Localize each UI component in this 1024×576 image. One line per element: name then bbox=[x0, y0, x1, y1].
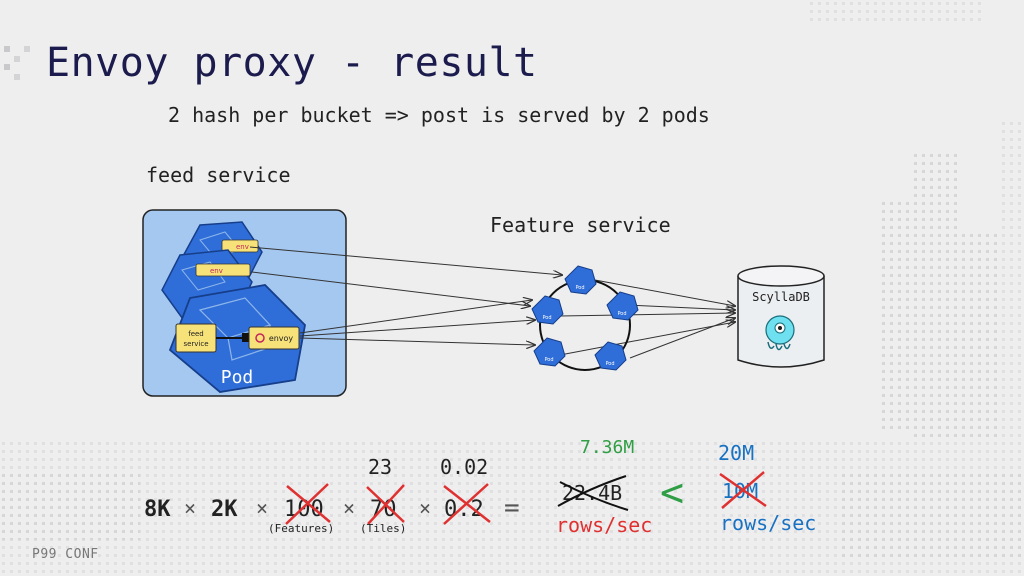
result-struck: 22.4B bbox=[562, 481, 622, 505]
feature-pod-5: Pod bbox=[594, 341, 627, 371]
svg-text:Pod: Pod bbox=[542, 315, 551, 321]
svg-text:Pod: Pod bbox=[617, 311, 626, 317]
throughput-equation: 8K × 2K × 100 (Features) × 23 70 (Tiles)… bbox=[144, 437, 816, 537]
feature-pod-1: Pod bbox=[564, 265, 597, 295]
envoy-sidecar-box bbox=[248, 326, 300, 350]
small-envoy-label-2: env bbox=[210, 267, 223, 275]
inner-feed-label-1: feed bbox=[188, 330, 204, 338]
connection-arrows bbox=[249, 246, 735, 359]
subtitle: 2 hash per bucket => post is served by 2… bbox=[168, 103, 710, 127]
feature-pod-2: Pod bbox=[531, 295, 564, 325]
times-1: × bbox=[184, 496, 196, 520]
inner-feed-label-2: service bbox=[183, 340, 208, 348]
feature-pod-3: Pod bbox=[606, 291, 639, 321]
features-note: (Features) bbox=[268, 522, 334, 535]
capacity-unit: rows/sec bbox=[720, 511, 816, 535]
scylladb-database-icon: ScyllaDB bbox=[737, 265, 825, 368]
tiles-replacement: 23 bbox=[368, 455, 392, 479]
times-3: × bbox=[343, 496, 355, 520]
equation-term-8k: 8K bbox=[144, 497, 171, 522]
ratio-replacement: 0.02 bbox=[440, 455, 488, 479]
result-unit: rows/sec bbox=[556, 513, 652, 537]
ratio-strike bbox=[443, 483, 491, 525]
result-replacement: 7.36M bbox=[580, 437, 634, 458]
less-than-sign: < bbox=[660, 470, 684, 516]
tiles-strike bbox=[366, 484, 405, 525]
tiles-note: (Tiles) bbox=[360, 522, 406, 535]
features-strike bbox=[285, 483, 331, 525]
times-2: × bbox=[256, 496, 268, 520]
equation-term-2k: 2K bbox=[211, 497, 238, 522]
capacity-strike bbox=[719, 471, 767, 509]
times-4: × bbox=[419, 496, 431, 520]
envoy-label: envoy bbox=[269, 334, 294, 343]
feed-service-label: feed service bbox=[146, 163, 291, 187]
feature-pod-4: Pod bbox=[533, 337, 566, 367]
equals-sign: = bbox=[504, 493, 520, 523]
svg-text:Pod: Pod bbox=[605, 361, 614, 367]
svg-text:Pod: Pod bbox=[575, 285, 584, 291]
feature-service-label: Feature service bbox=[490, 213, 671, 237]
svg-text:Pod: Pod bbox=[544, 357, 553, 363]
p99-conf-logo: P99 CONF bbox=[32, 547, 99, 562]
small-envoy-label-1: env bbox=[236, 243, 249, 251]
result-strike bbox=[557, 475, 629, 511]
database-label: ScyllaDB bbox=[752, 290, 810, 304]
page-title: Envoy proxy - result bbox=[46, 40, 538, 86]
feature-pod-icons: Pod Pod Pod Pod Pod bbox=[531, 265, 639, 371]
capacity-replacement: 20M bbox=[718, 441, 754, 465]
pod-label: Pod bbox=[221, 367, 254, 388]
